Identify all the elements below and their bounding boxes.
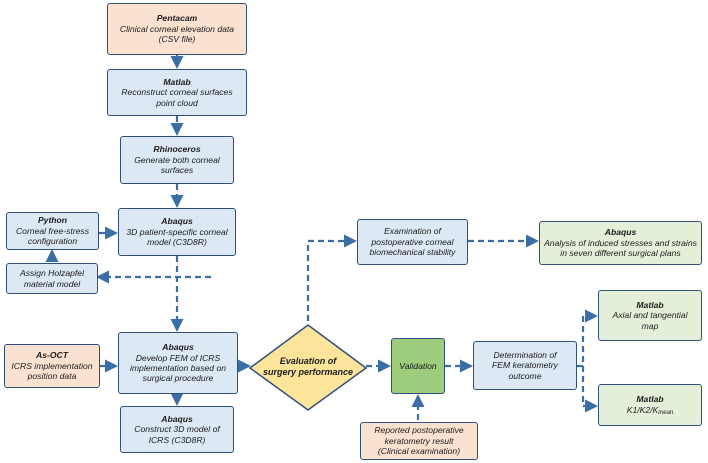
asoct-line-2: position data (27, 371, 77, 382)
examination-line-2: postoperative corneal (371, 236, 454, 247)
matlab-k-subscript: mean (658, 409, 674, 416)
abaqus-analysis-box: Abaqus Analysis of induced stresses and … (539, 221, 702, 265)
reported-line-2: keratometry result (384, 435, 454, 446)
abaqus-model-box: Abaqus 3D patient-specific corneal model… (118, 208, 236, 256)
holzapfel-line-2: material model (23, 278, 81, 289)
rhinoceros-title: Rhinoceros (153, 144, 201, 155)
arrow-determination-to-matlab-k (581, 366, 598, 413)
reported-line-1: Reported postoperative (374, 425, 464, 436)
abaqus-fem-line-2: implementation based on (129, 363, 227, 373)
reported-box: Reported postoperative keratometry resul… (360, 422, 478, 460)
validation-label: Validation (399, 360, 437, 371)
abaqus-fem-box: Abaqus Develop FEM of ICRS implementatio… (118, 332, 238, 394)
determination-box: Determination of FEM keratometry outcome (473, 341, 577, 390)
determination-line-2: FEM keratometry (492, 360, 558, 371)
abaqus-fem-title: Abaqus (162, 342, 194, 353)
arrow-evaluation-to-examination (306, 234, 357, 321)
matlab-reconstruct-line-2: point cloud (156, 97, 198, 108)
matlab-axial-line-1: Axial and tangential map (612, 310, 688, 331)
abaqus-fem-line-1: Develop FEM of ICRS (135, 352, 221, 363)
matlab-k-box: Matlab K1/K2/Kmean (598, 384, 702, 426)
evaluation-label: Evaluation of surgery performance (254, 356, 362, 378)
evaluation-decision-diamond (248, 324, 368, 411)
python-line-2: configuration (27, 236, 78, 247)
matlab-k-line-1: K1/K2/Kmean (627, 405, 674, 416)
abaqus-analysis-title: Abaqus (604, 227, 637, 238)
rhinoceros-line-1: Generate both corneal (134, 154, 220, 165)
abaqus-icrs-line-2: ICRS (C3D8R) (148, 434, 206, 445)
reported-line-3: (Clinical examination) (377, 446, 461, 457)
examination-line-1: Examination of (384, 226, 441, 237)
pentacam-line-2: (CSV file) (158, 34, 196, 45)
matlab-k-main: K1/K2/K (626, 404, 659, 415)
python-box: Python Corneal free-stress configuration (6, 212, 99, 250)
rhinoceros-line-2: surfaces (160, 165, 194, 176)
matlab-reconstruct-box: Matlab Reconstruct corneal surfaces poin… (107, 69, 247, 116)
abaqus-analysis-line-1: Analysis of induced stresses and strains (544, 237, 697, 248)
matlab-axial-box: Matlab Axial and tangential map (598, 290, 702, 341)
python-line-1: Corneal free-stress (15, 225, 90, 236)
evaluation-line-1: Evaluation of (279, 356, 337, 366)
matlab-axial-title: Matlab (636, 299, 664, 310)
matlab-k-title: Matlab (636, 394, 664, 405)
rhinoceros-box: Rhinoceros Generate both corneal surface… (120, 136, 234, 184)
determination-line-3: outcome (508, 370, 542, 381)
holzapfel-line-1: Assign Holzapfel (19, 268, 84, 279)
abaqus-icrs-title: Abaqus (161, 413, 193, 424)
matlab-reconstruct-line-1: Reconstruct corneal surfaces (121, 87, 233, 98)
asoct-line-1: ICRS implementation (11, 360, 93, 371)
validation-box: Validation (391, 338, 445, 394)
pentacam-line-1: Clinical corneal elevation data (119, 23, 235, 34)
python-title: Python (37, 215, 68, 226)
abaqus-icrs-box: Abaqus Construct 3D model of ICRS (C3D8R… (120, 406, 234, 453)
abaqus-model-line-1: 3D patient-specific corneal (126, 226, 228, 237)
matlab-reconstruct-title: Matlab (163, 76, 191, 87)
holzapfel-box: Assign Holzapfel material model (6, 263, 98, 294)
abaqus-analysis-line-2: in seven different surgical plans (560, 248, 681, 259)
asoct-title: As-OCT (36, 350, 68, 361)
abaqus-model-title: Abaqus (161, 216, 193, 227)
abaqus-icrs-line-1: Construct 3D model of (134, 424, 220, 435)
determination-line-1: Determination of (493, 349, 557, 360)
asoct-box: As-OCT ICRS implementation position data (4, 344, 100, 388)
examination-line-3: biomechanical stability (369, 247, 456, 258)
abaqus-model-line-2: model (C3D8R) (147, 237, 207, 248)
pentacam-box: Pentacam Clinical corneal elevation data… (107, 3, 247, 55)
pentacam-title: Pentacam (156, 13, 198, 24)
arrow-determination-to-matlab-axial (577, 309, 598, 368)
evaluation-line-2: surgery performance (262, 366, 354, 377)
abaqus-fem-line-3: surgical procedure (142, 373, 214, 384)
examination-box: Examination of postoperative corneal bio… (357, 219, 468, 265)
